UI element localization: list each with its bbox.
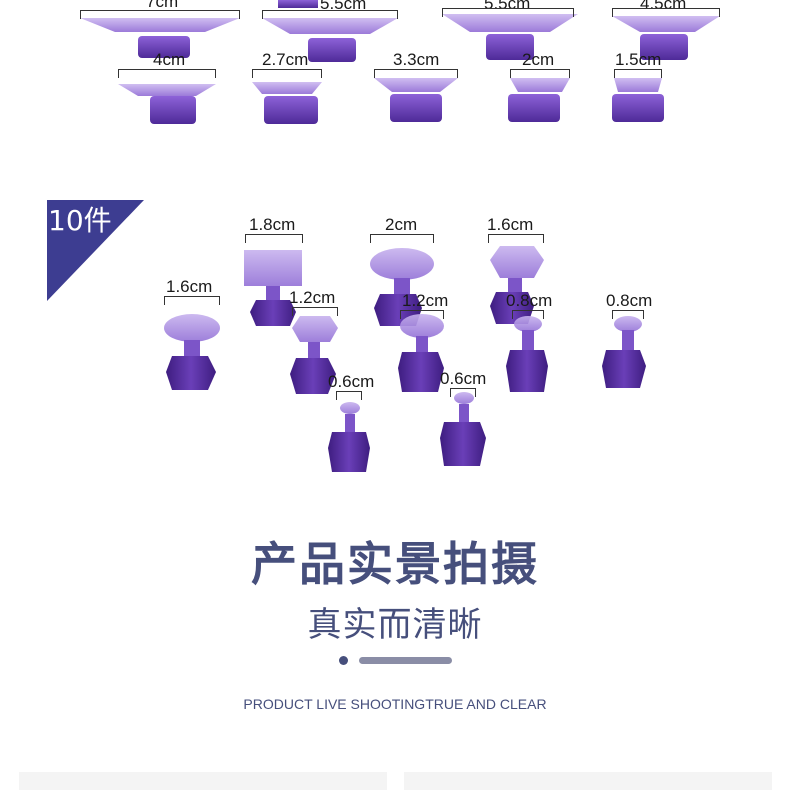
measure-bracket — [164, 296, 220, 305]
measure-bracket — [612, 310, 644, 319]
measure-bracket — [370, 234, 434, 243]
measure-bracket — [612, 8, 720, 17]
measure-bracket — [400, 310, 444, 319]
tab-3.3cm — [374, 78, 458, 122]
measure-bracket — [262, 10, 398, 19]
size-label: 0.8cm — [506, 291, 553, 310]
measure-bracket — [450, 388, 476, 397]
tab-0.8cm-b — [602, 316, 646, 388]
size-label: 0.6cm — [440, 369, 487, 388]
tab-0.6cm-b — [440, 392, 486, 466]
tab-5.5cm-a — [262, 0, 398, 62]
tab-2cm — [508, 78, 570, 122]
size-label: 4.5cm — [640, 0, 687, 13]
product-photo-left — [19, 772, 387, 790]
measure-bracket — [614, 69, 662, 78]
size-label: 2.7cm — [262, 50, 309, 69]
measure-bracket — [512, 310, 544, 319]
size-label: 1.2cm — [402, 291, 449, 310]
size-label: 0.8cm — [606, 291, 653, 310]
tab-0.8cm-a — [506, 316, 548, 392]
tab-1.2cm-round — [398, 314, 444, 392]
quantity-badge — [47, 200, 144, 301]
measure-bracket — [374, 69, 458, 78]
product-photo-right — [404, 772, 772, 790]
measure-bracket — [252, 69, 322, 78]
size-label: 2cm — [385, 215, 418, 234]
measure-bracket — [488, 234, 544, 243]
tab-1.6cm-round — [164, 314, 220, 390]
tab-1.5cm — [612, 78, 664, 122]
section-title: 产品实景拍摄 — [251, 537, 539, 591]
measure-bracket — [245, 234, 303, 243]
tab-2.7cm — [252, 82, 322, 124]
size-label: 1.6cm — [487, 215, 534, 234]
large-tabs-illustration — [80, 0, 720, 124]
section-subtitle: 真实而清晰 — [307, 605, 483, 645]
size-label: 3.3cm — [393, 50, 440, 69]
tab-4cm — [118, 84, 216, 124]
measure-bracket — [442, 8, 574, 17]
size-label: 5.5cm — [320, 0, 367, 13]
tab-1.2cm-hex — [290, 316, 338, 394]
measure-bracket — [118, 69, 216, 78]
tab-4.5cm — [612, 16, 720, 60]
tab-0.6cm-a — [328, 402, 370, 472]
size-label: 1.6cm — [166, 277, 213, 296]
size-label: 5.5cm — [484, 0, 531, 13]
size-label: 1.8cm — [249, 215, 296, 234]
divider-dot — [339, 656, 348, 665]
tab-1.8cm-square — [244, 250, 302, 326]
size-label: 2cm — [522, 50, 555, 69]
quantity-badge-text: 10件 — [48, 204, 112, 237]
size-label: 1.5cm — [615, 50, 662, 69]
size-label: 7cm — [146, 0, 179, 11]
measure-bracket — [292, 307, 338, 316]
measure-bracket — [80, 10, 240, 19]
size-label: 0.6cm — [328, 372, 375, 391]
divider-bar — [359, 657, 452, 664]
measure-bracket — [336, 391, 362, 400]
size-label: 1.2cm — [289, 288, 336, 307]
tab-1.6cm-hex — [490, 246, 544, 324]
tab-7cm — [80, 18, 240, 58]
tab-5.5cm-b — [442, 14, 578, 60]
pull-tabs-illustration — [164, 246, 646, 472]
measure-bracket — [510, 69, 570, 78]
size-label: 4cm — [153, 50, 186, 69]
section-caption: PRODUCT LIVE SHOOTINGTRUE AND CLEAR — [243, 696, 547, 712]
tab-2cm-round — [370, 248, 434, 326]
